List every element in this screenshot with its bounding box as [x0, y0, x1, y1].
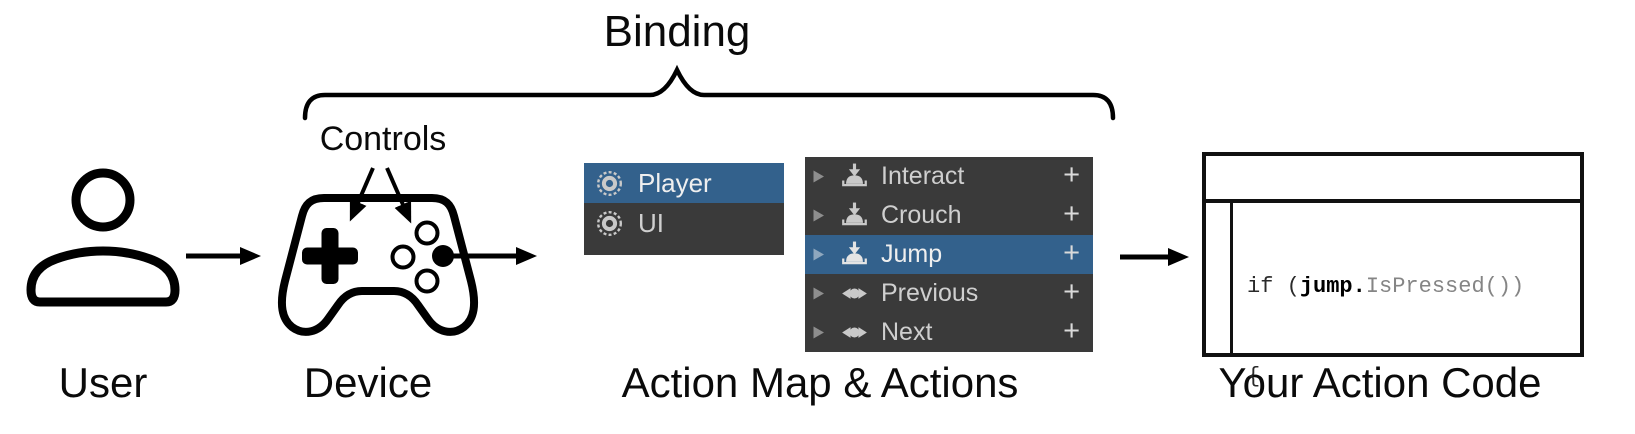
button-press-icon	[842, 241, 867, 265]
binding-label: Binding	[603, 7, 751, 56]
action-map-icon	[596, 210, 623, 236]
action-row-label: Next	[881, 318, 933, 346]
action-row-label: Crouch	[881, 201, 962, 229]
code-gutter-divider	[1230, 203, 1233, 353]
action-map-icon	[596, 170, 623, 196]
action-row-interact[interactable]: Interact +	[805, 157, 1093, 196]
axis-icon	[842, 327, 867, 338]
action-map-row-ui[interactable]: UI	[584, 203, 784, 243]
gamepad-dpad	[302, 228, 358, 284]
user-caption: User	[58, 359, 148, 406]
add-binding-button[interactable]: +	[1063, 275, 1080, 308]
button-press-icon	[842, 202, 867, 226]
code-line: {	[1247, 364, 1261, 389]
gamepad-body	[277, 194, 479, 336]
add-binding-button[interactable]: +	[1063, 158, 1080, 191]
binding-brace	[302, 64, 1116, 121]
add-binding-button[interactable]: +	[1063, 314, 1080, 347]
foldout-arrow-icon[interactable]	[812, 325, 825, 340]
user-icon	[26, 168, 180, 307]
action-row-label: Interact	[881, 162, 965, 190]
code-window-titlebar	[1206, 156, 1580, 203]
controls-label: Controls	[319, 120, 447, 158]
action-row-label: Jump	[881, 240, 943, 268]
device-caption: Device	[303, 359, 433, 406]
gamepad-buttons	[390, 220, 454, 294]
action-row-jump[interactable]: Jump +	[805, 235, 1093, 274]
action-row-label: Previous	[881, 279, 979, 307]
foldout-arrow-icon[interactable]	[812, 286, 825, 301]
action-row-crouch[interactable]: Crouch +	[805, 196, 1093, 235]
code-window-body: if (jump.IsPressed()) { // your code }	[1206, 203, 1580, 389]
action-map-panel: Player UI	[584, 163, 784, 255]
action-code-caption: Your Action Code	[1218, 359, 1542, 406]
code-line: if (jump.IsPressed())	[1247, 274, 1525, 299]
actions-panel: Interact + Crouch + Jump +	[805, 157, 1093, 352]
code-snippet: if (jump.IsPressed()) { // your code }	[1247, 212, 1524, 434]
add-binding-button[interactable]: +	[1063, 236, 1080, 269]
action-map-row-label: UI	[638, 207, 664, 238]
button-press-icon	[842, 163, 867, 187]
foldout-arrow-icon[interactable]	[812, 169, 825, 184]
action-map-caption: Action Map & Actions	[621, 359, 1019, 406]
action-map-row-label: Player	[638, 167, 712, 198]
foldout-arrow-icon[interactable]	[812, 247, 825, 262]
gamepad-icon	[277, 194, 479, 336]
foldout-arrow-icon[interactable]	[812, 208, 825, 223]
action-row-next[interactable]: Next +	[805, 313, 1093, 352]
axis-icon	[842, 288, 867, 299]
action-map-row-player[interactable]: Player	[584, 163, 784, 203]
action-row-previous[interactable]: Previous +	[805, 274, 1093, 313]
add-binding-button[interactable]: +	[1063, 197, 1080, 230]
code-window: if (jump.IsPressed()) { // your code }	[1202, 152, 1584, 389]
